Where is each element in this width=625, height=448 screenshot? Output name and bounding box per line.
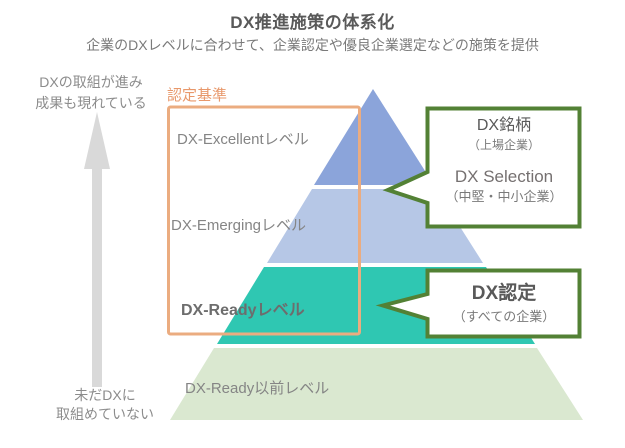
callout-selection-subtitle: （上場企業） bbox=[467, 138, 540, 152]
callout-certification-subtitle: （すべての企業） bbox=[452, 309, 556, 324]
criteria-box bbox=[167, 105, 361, 336]
level-label-excellent: DX-Excellentレベル bbox=[177, 131, 309, 148]
callout-selection-subtitle2: （中堅・中小企業） bbox=[445, 189, 563, 204]
callout-selection-title: DX銘柄 bbox=[476, 117, 532, 134]
criteria-box-label: 認定基準 bbox=[167, 87, 228, 104]
level-label-emerging: DX-Emergingレベル bbox=[171, 217, 307, 234]
callout-certification-bubble bbox=[375, 268, 582, 339]
callout-selection-bubble bbox=[382, 106, 582, 229]
callout-selection-text: DX銘柄 （上場企業） DX Selection （中堅・中小企業） bbox=[429, 115, 579, 206]
callout-certification-text: DX認定 （すべての企業） bbox=[429, 282, 579, 326]
axis-label-not-started: 未だDXに 取組めていない bbox=[30, 386, 180, 424]
growth-arrow-shaft bbox=[92, 165, 102, 387]
callout-certification-title: DX認定 bbox=[471, 283, 537, 304]
axis-label-progressing-line1: DXの取組が進み bbox=[39, 74, 143, 90]
axis-label-not-started-line1: 未だDXに bbox=[74, 387, 136, 403]
axis-label-not-started-line2: 取組めていない bbox=[56, 406, 154, 422]
pyramid-level-preready bbox=[170, 348, 583, 420]
page-title: DX推進施策の体系化 bbox=[230, 13, 395, 32]
level-label-ready: DX-Readyレベル bbox=[181, 302, 305, 319]
axis-label-progressing: DXの取組が進み 成果も現れている bbox=[20, 72, 162, 114]
axis-label-progressing-line2: 成果も現れている bbox=[35, 95, 147, 111]
growth-arrow-head bbox=[84, 112, 110, 169]
callout-selection-title2: DX Selection bbox=[454, 167, 554, 186]
page-subtitle: 企業のDXレベルに合わせて、企業認定や優良企業選定などの施策を提供 bbox=[86, 37, 539, 53]
level-label-preready: DX-Ready以前レベル bbox=[185, 380, 330, 397]
pyramid-level-excellent bbox=[314, 89, 434, 185]
